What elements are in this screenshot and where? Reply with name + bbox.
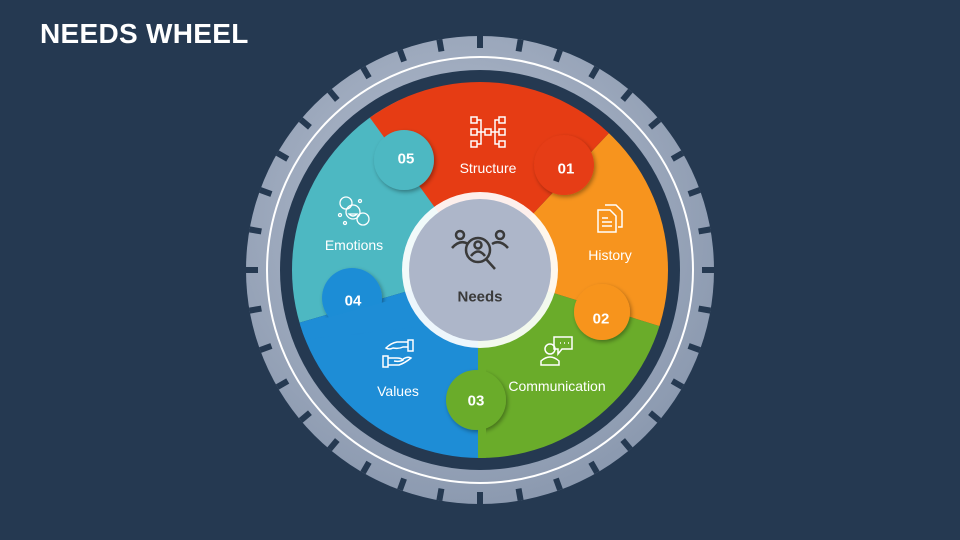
smiley-faces-icon: [337, 196, 370, 226]
segment-label-history: History: [588, 247, 632, 263]
segment-label-communication: Communication: [508, 378, 606, 394]
page-title: NEEDS WHEEL: [40, 18, 249, 49]
center-circle: [409, 199, 551, 341]
segment-label-values: Values: [377, 383, 419, 399]
segment-label-emotions: Emotions: [324, 237, 384, 253]
segment-structure: [368, 82, 640, 270]
segment-number-05: 05: [397, 150, 415, 168]
segment-number-04: 04: [344, 292, 362, 310]
hands-icon: [382, 339, 414, 368]
org-chart-icon: [470, 116, 506, 148]
segment-label-structure: Structure: [459, 160, 517, 176]
center-label: Needs: [457, 288, 503, 306]
person-chat-icon: [540, 336, 573, 366]
people-search-icon: [451, 229, 509, 270]
segment-number-03: 03: [467, 392, 485, 410]
segment-number-02: 02: [592, 310, 610, 328]
documents-icon: [597, 204, 623, 233]
segment-number-01: 01: [557, 160, 575, 178]
